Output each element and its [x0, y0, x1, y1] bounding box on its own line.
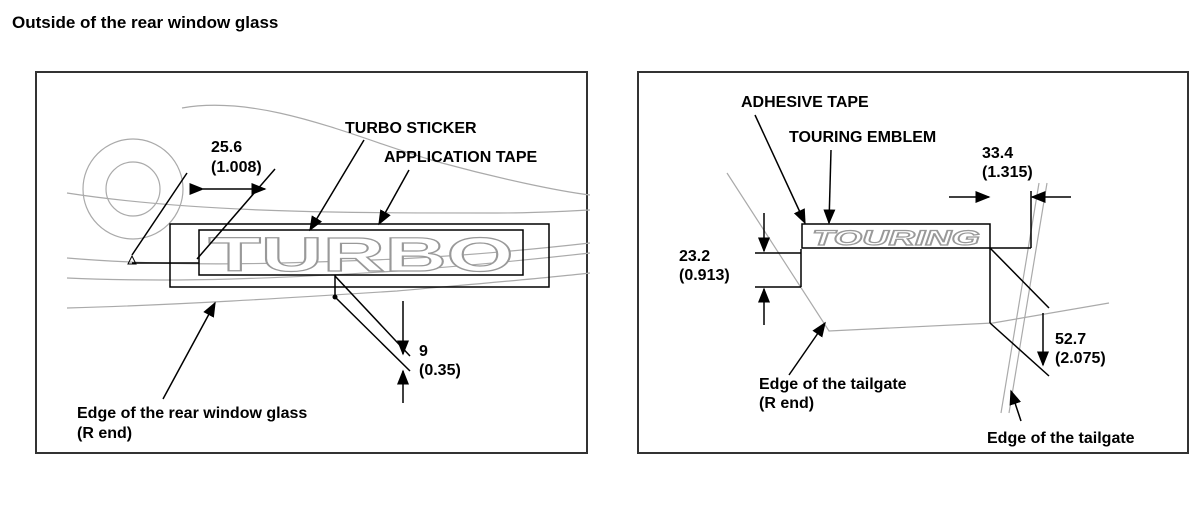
- body-contour-line: [66, 192, 590, 214]
- extension-line: [334, 275, 411, 357]
- adhesive-tape-leader: [754, 114, 806, 225]
- rear-glass-edge-line: [66, 272, 590, 309]
- extension-line: [989, 322, 1050, 377]
- glass-edge-label: Edge of the rear window glass: [77, 405, 307, 422]
- dim-gap-mm: 9: [419, 343, 428, 360]
- tailgate-edge-leader: [1009, 389, 1022, 422]
- extension-line: [131, 172, 188, 256]
- glass-edge-sublabel: (R end): [77, 425, 132, 442]
- dim-gap-in: (0.35): [419, 362, 461, 379]
- application-tape-label: APPLICATION TAPE: [384, 149, 538, 166]
- glass-edge-leader: [162, 301, 216, 400]
- tailgate-contour-line: [726, 172, 1110, 332]
- touring-emblem-outline: [801, 223, 991, 249]
- tailgate-edge-line: [1000, 182, 1040, 414]
- touring-emblem-leader: [823, 149, 836, 225]
- tailgate-r-end-label: Edge of the tailgate: [759, 376, 907, 393]
- dim-width-mm: 25.6: [211, 139, 242, 156]
- dim-width-in: (1.315): [982, 164, 1033, 181]
- adhesive-tape-label: ADHESIVE TAPE: [741, 94, 869, 111]
- turbo-sticker-lettering: TURBO: [209, 229, 514, 282]
- page-heading: Outside of the rear window glass: [12, 13, 279, 32]
- tailgate-edge-label: Edge of the tailgate: [987, 430, 1135, 447]
- body-contour-line: [66, 252, 590, 281]
- reference-point-icon: [127, 254, 137, 265]
- touring-emblem-illustration: TOURING ADHESIVE TAPE TOURING EMBLEM 33.…: [679, 94, 1135, 447]
- turbo-sticker-leader: [309, 139, 365, 232]
- wiper-pivot-outer: [82, 138, 184, 240]
- dim-width-mm: 33.4: [982, 145, 1013, 162]
- turbo-sticker-outline: [198, 229, 524, 276]
- tailgate-r-end-leader: [788, 321, 826, 376]
- dim-drop-in: (2.075): [1055, 350, 1106, 367]
- dim-height-mm: 23.2: [679, 248, 710, 265]
- touring-emblem-lettering: TOURING: [812, 227, 980, 250]
- tailgate-edge-line: [1008, 182, 1048, 414]
- extension-line: [989, 247, 1050, 309]
- tailgate-r-end-sublabel: (R end): [759, 395, 814, 412]
- application-tape-leader: [378, 169, 410, 226]
- turbo-sticker-diagram: TURBO 25.6 (1.008) TURBO STICKER APPLICA…: [35, 71, 590, 454]
- application-tape-outline: [169, 223, 550, 288]
- dim-width-in: (1.008): [211, 159, 262, 176]
- turbo-sticker-label: TURBO STICKER: [345, 120, 477, 137]
- body-contour-line: [181, 104, 590, 196]
- wiper-pivot-inner: [105, 161, 161, 217]
- touring-emblem-label: TOURING EMBLEM: [789, 129, 936, 146]
- extension-line: [334, 296, 411, 372]
- dim-drop-mm: 52.7: [1055, 331, 1086, 348]
- turbo-sticker-illustration: TURBO 25.6 (1.008) TURBO STICKER APPLICA…: [66, 104, 590, 442]
- dim-height-in: (0.913): [679, 267, 730, 284]
- touring-emblem-diagram: TOURING ADHESIVE TAPE TOURING EMBLEM 33.…: [637, 71, 1189, 454]
